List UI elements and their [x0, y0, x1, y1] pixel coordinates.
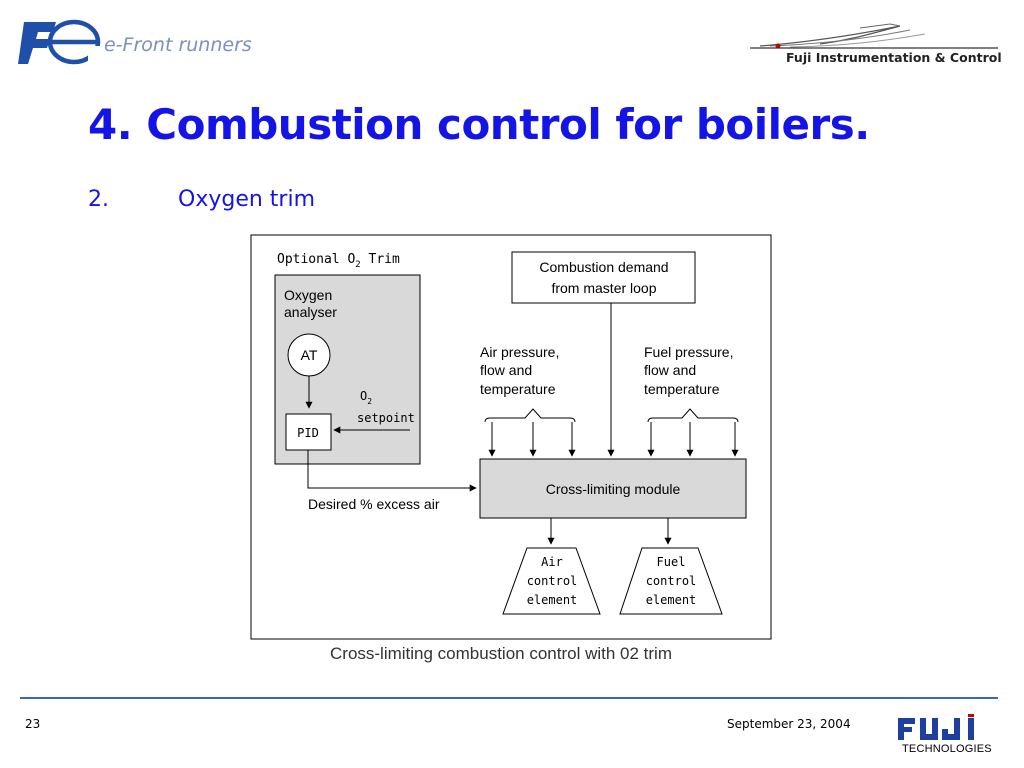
diagram-caption: Cross-limiting combustion control with 0…: [330, 644, 672, 663]
air-label-3: temperature: [480, 381, 556, 397]
fuel-element-3: element: [646, 593, 697, 607]
air-label-2: flow and: [480, 362, 532, 378]
air-element-3: element: [527, 593, 578, 607]
demand-label-2: from master loop: [551, 280, 656, 296]
page-number: 23: [25, 717, 41, 731]
o2-trim-label: Optional O2 Trim: [277, 252, 400, 270]
slide-title: 4. Combustion control for boilers.: [88, 100, 870, 149]
air-element-1: Air: [541, 555, 563, 569]
footer-date: September 23, 2004: [727, 717, 851, 731]
fuel-element-1: Fuel: [657, 555, 686, 569]
pid-box: [285, 413, 332, 451]
fuel-control-element: [619, 547, 723, 615]
excess-air-label: Desired % excess air: [308, 496, 440, 512]
company-name: Fuji Instrumentation & Control: [786, 50, 1002, 65]
fuel-label-1: Fuel pressure,: [644, 344, 733, 360]
air-label-1: Air pressure,: [480, 344, 559, 360]
fuji-brand-sub: TECHNOLOGIES: [902, 743, 992, 755]
setpoint-o2: O2: [360, 389, 372, 406]
combustion-demand-box: [511, 251, 696, 304]
analyser-label-1: Oxygen: [284, 287, 332, 303]
fuel-brace: [647, 408, 739, 423]
subtitle-text: Oxygen trim: [178, 187, 316, 212]
setpoint-label: setpoint: [357, 411, 415, 425]
module-label: Cross-limiting module: [546, 481, 681, 497]
at-label: AT: [301, 347, 318, 363]
subtitle-number: 2.: [88, 187, 109, 212]
demand-label-1: Combustion demand: [539, 259, 668, 275]
air-element-2: control: [527, 574, 578, 588]
fuel-label-2: flow and: [644, 362, 696, 378]
cross-limiting-module: [479, 458, 747, 519]
air-control-element: [502, 547, 601, 615]
company-swoosh-icon: [750, 23, 998, 49]
footer-divider: [20, 697, 998, 699]
analyser-label-2: analyser: [284, 304, 337, 320]
fuel-label-3: temperature: [644, 381, 720, 397]
tagline: e-Front runners: [104, 34, 252, 56]
fuji-logo-icon: [898, 714, 974, 740]
fe-logo-icon: [18, 19, 102, 66]
fuel-element-2: control: [646, 574, 697, 588]
pid-label: PID: [297, 426, 319, 440]
excess-air-arrow: [307, 450, 477, 492]
air-brace: [484, 408, 576, 423]
